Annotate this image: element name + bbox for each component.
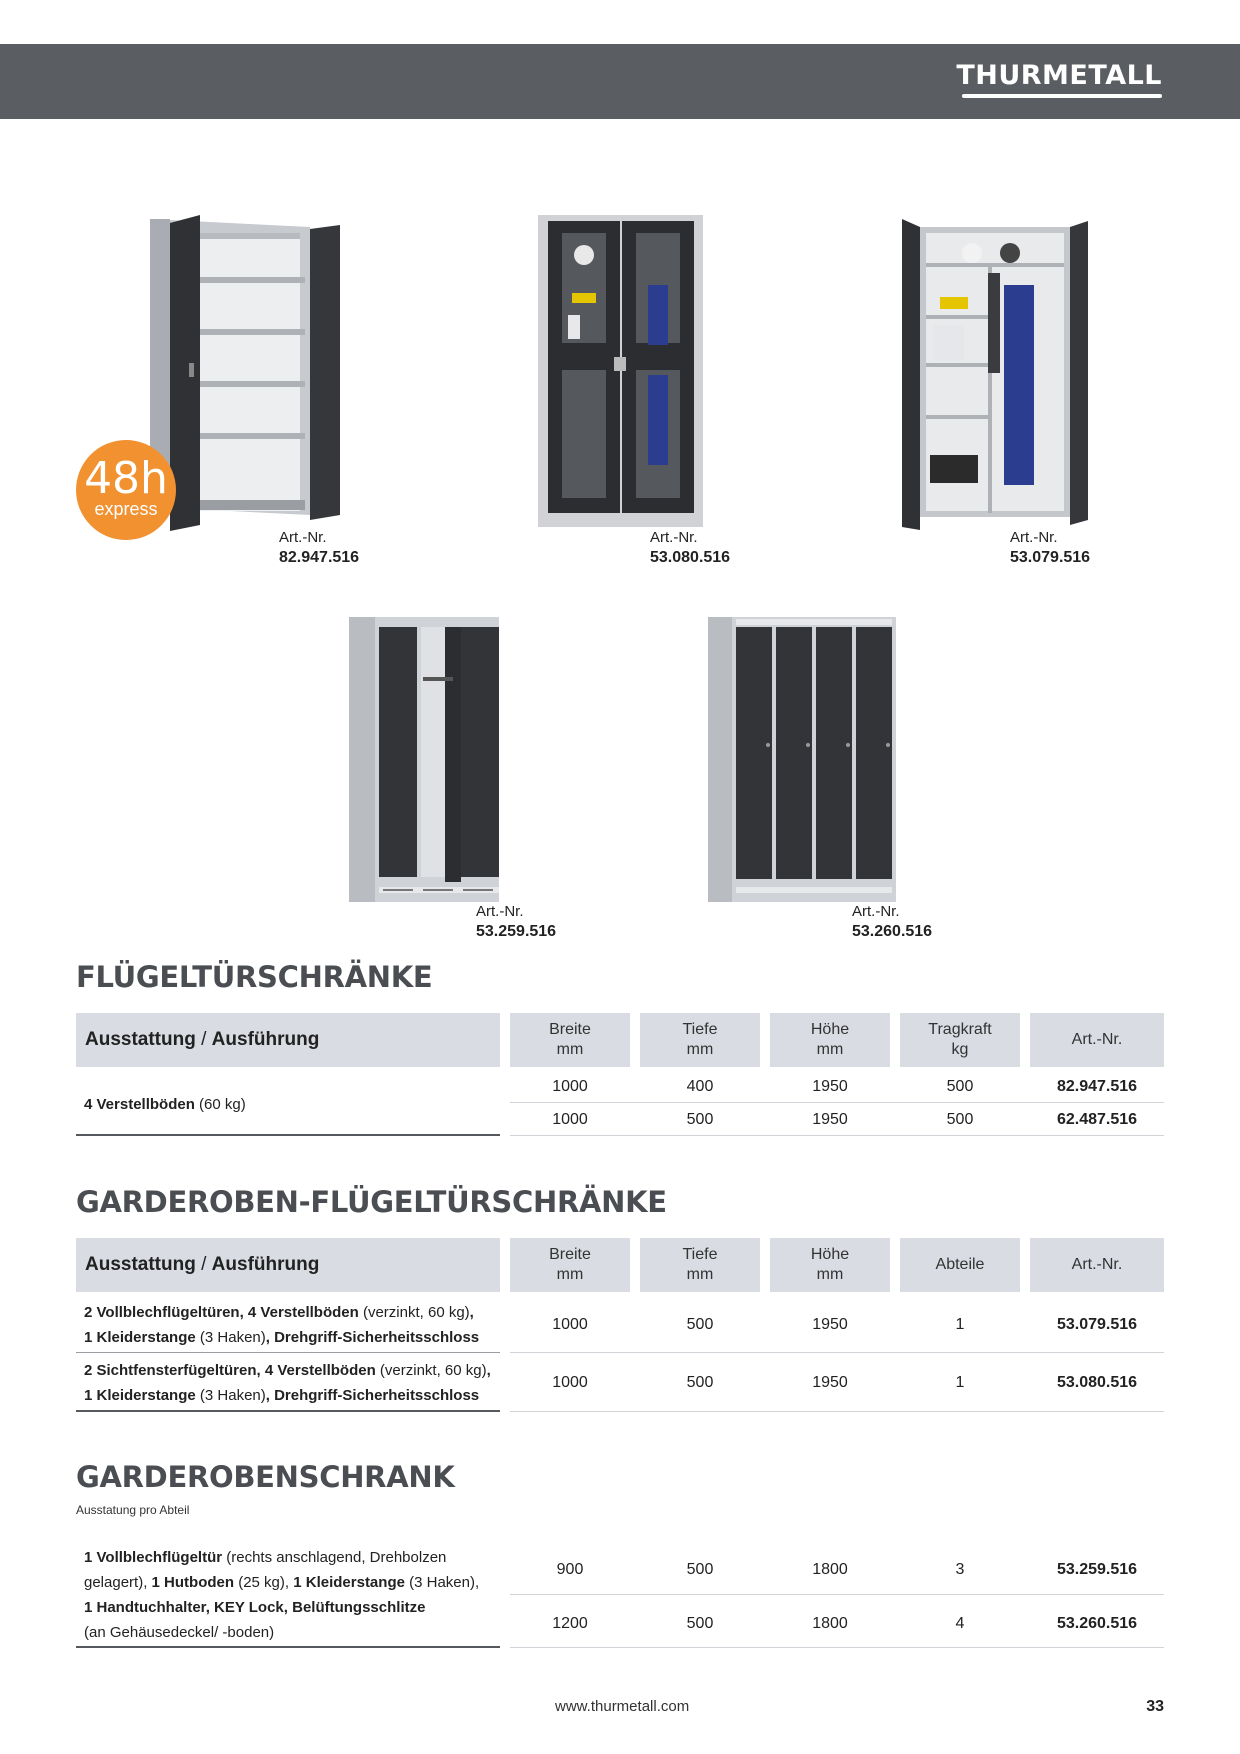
express-badge: 48h express xyxy=(76,440,176,540)
table-bottom-rule xyxy=(76,1646,500,1648)
table-header-equipment: Ausstattung / Ausführung xyxy=(76,1013,500,1067)
brand-logo: THURMETALL xyxy=(956,60,1162,91)
table-header-article: Art.-Nr. xyxy=(1030,1238,1164,1292)
article-number: 53.260.516 xyxy=(852,923,933,940)
equipment-description: 1 Vollblechflügeltür (rechts anschlagend… xyxy=(84,1549,480,1641)
product-image-wardrobe-cabinet-open xyxy=(902,219,1088,530)
table-header-compartments: Abteile xyxy=(900,1238,1020,1292)
row-divider xyxy=(510,1594,1164,1595)
product-label-5: Art.-Nr. 53.260.516 xyxy=(852,903,933,940)
brand-logo-underline xyxy=(962,94,1162,98)
article-number: 53.079.516 xyxy=(1056,1316,1138,1333)
section-subtitle: Ausstatung pro Abteil xyxy=(76,1503,190,1517)
article-number: 53.079.516 xyxy=(1010,549,1091,566)
article-number: 53.259.516 xyxy=(476,923,557,940)
product-image-locker-four-compartments xyxy=(708,617,896,902)
section-title: GARDEROBEN-FLÜGELTÜRSCHRÄNKE xyxy=(76,1185,667,1219)
article-number: 62.487.516 xyxy=(1056,1111,1138,1128)
table-bottom-rule xyxy=(76,1134,500,1136)
row-divider xyxy=(510,1102,1164,1103)
table-bottom-rule xyxy=(76,1410,500,1412)
table-header-equipment: Ausstattung / Ausführung xyxy=(76,1238,500,1292)
page-number: 33 xyxy=(1146,1698,1164,1715)
equipment-description: 4 Verstellböden (60 kg) xyxy=(84,1096,246,1113)
section-title: GARDEROBENSCHRANK xyxy=(76,1460,455,1494)
product-image-locker-three-compartments xyxy=(349,617,499,902)
section-title: FLÜGELTÜRSCHRÄNKE xyxy=(76,960,433,994)
article-number: 53.080.516 xyxy=(1056,1374,1138,1391)
product-image-cabinet-open xyxy=(150,215,340,531)
row-divider xyxy=(510,1411,1164,1412)
article-number: 53.259.516 xyxy=(1056,1561,1138,1578)
footer-url[interactable]: www.thurmetall.com xyxy=(555,1698,690,1715)
article-number: 53.260.516 xyxy=(1056,1615,1138,1632)
row-divider xyxy=(510,1352,1164,1353)
row-divider xyxy=(510,1135,1164,1136)
article-number: 82.947.516 xyxy=(279,549,360,566)
product-label-3: Art.-Nr. 53.079.516 xyxy=(1010,529,1091,566)
product-image-cabinet-window-doors xyxy=(538,215,703,527)
product-label-4: Art.-Nr. 53.259.516 xyxy=(476,903,557,940)
product-label-1: Art.-Nr. 82.947.516 xyxy=(279,529,360,566)
row-divider xyxy=(76,1352,500,1353)
table-header-article: Art.-Nr. xyxy=(1030,1013,1164,1067)
product-label-2: Art.-Nr. 53.080.516 xyxy=(650,529,731,566)
header-bar: THURMETALL xyxy=(0,44,1240,119)
equipment-description: 2 Vollblechflügeltüren, 4 Verstellböden … xyxy=(84,1304,480,1346)
equipment-description: 2 Sichtfensterfügeltüren, 4 Verstellböde… xyxy=(84,1362,491,1404)
article-number: 82.947.516 xyxy=(1056,1078,1138,1095)
article-number: 53.080.516 xyxy=(650,549,731,566)
row-divider xyxy=(510,1647,1164,1648)
